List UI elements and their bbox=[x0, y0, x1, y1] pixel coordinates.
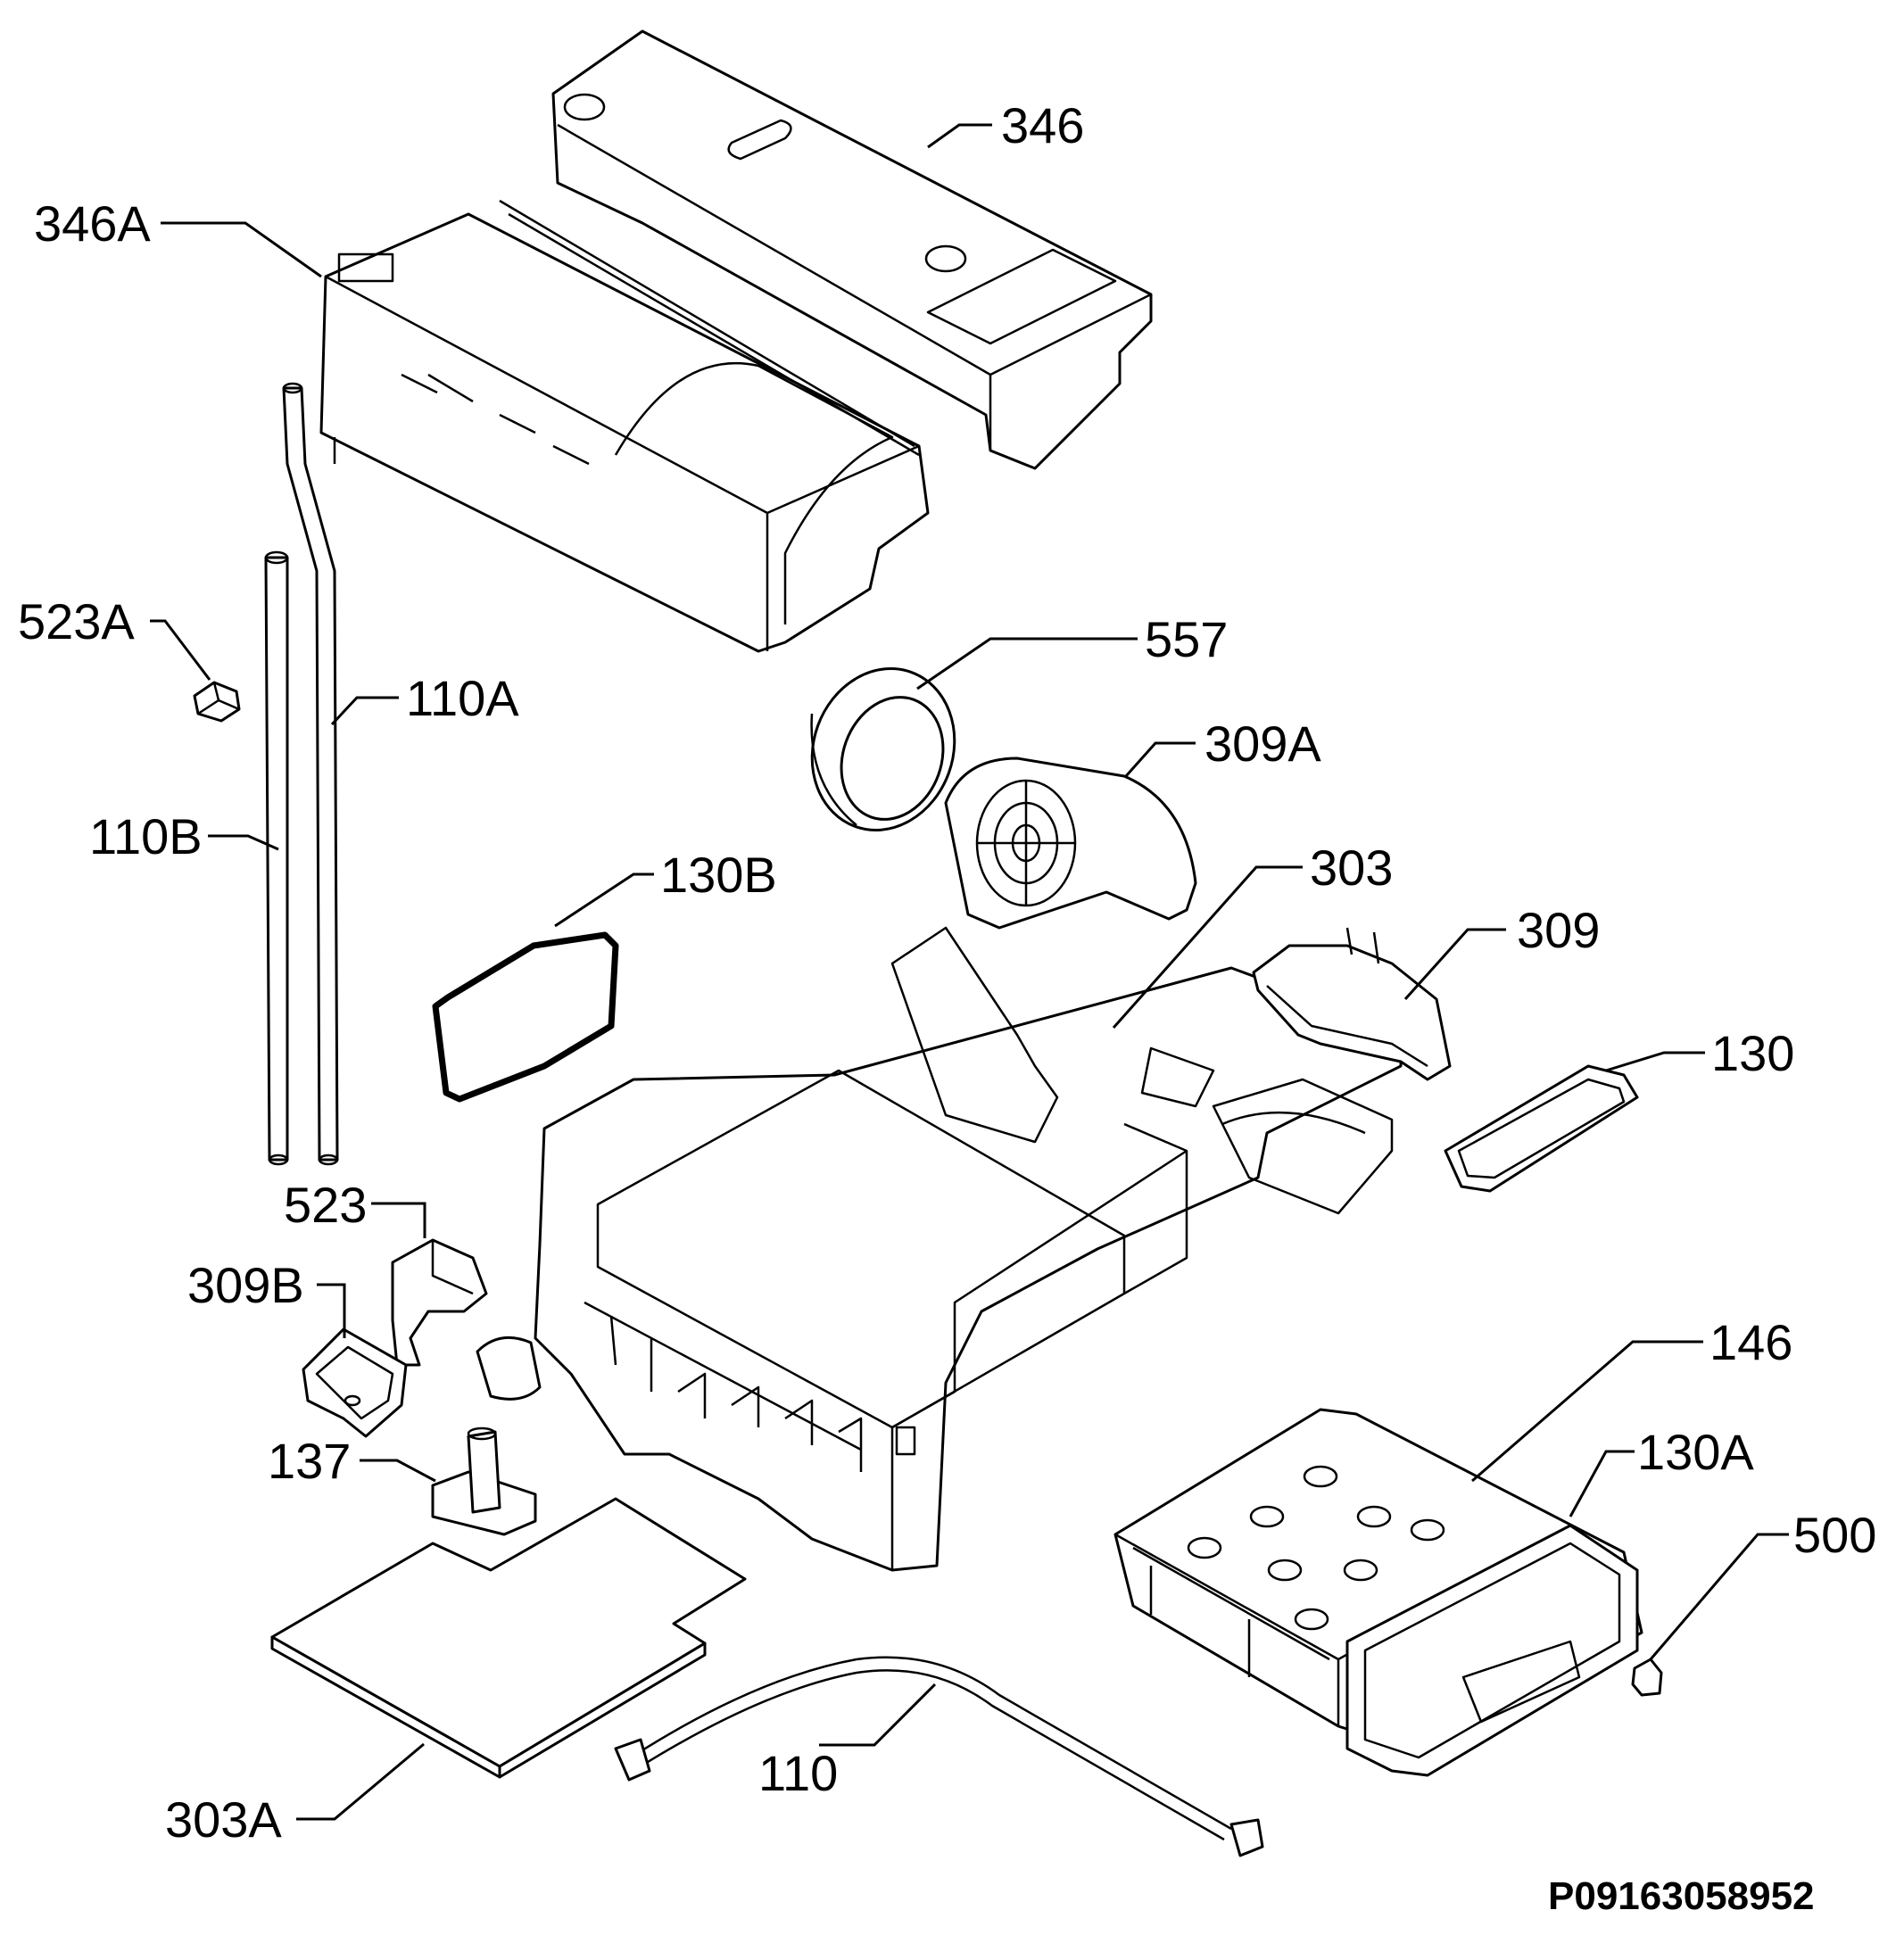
part-309A-fan-housing bbox=[944, 757, 1197, 930]
part-137-plug bbox=[431, 1426, 537, 1536]
part-130-gasket bbox=[1444, 1064, 1639, 1193]
part-523-valve bbox=[391, 1238, 542, 1401]
part-523A-clip bbox=[193, 681, 241, 723]
part-309-duct-elbow bbox=[1252, 927, 1452, 1081]
part-303A-mat bbox=[270, 1497, 747, 1779]
label-303: 303 bbox=[1310, 839, 1393, 896]
drawing-code: P09163058952 bbox=[1548, 1874, 1815, 1918]
part-130B-gasket bbox=[432, 931, 619, 1103]
part-110-hose bbox=[614, 1656, 1264, 1857]
label-523: 523 bbox=[284, 1177, 367, 1233]
label-346A: 346A bbox=[34, 195, 151, 252]
label-130: 130 bbox=[1711, 1025, 1794, 1081]
label-110A: 110A bbox=[406, 670, 519, 726]
part-500-knob bbox=[1631, 1658, 1663, 1697]
part-110B-tube bbox=[264, 550, 289, 1166]
part-130A-frame bbox=[1345, 1524, 1639, 1777]
label-346: 346 bbox=[1001, 97, 1084, 153]
label-146: 146 bbox=[1709, 1314, 1792, 1370]
label-557: 557 bbox=[1145, 611, 1228, 667]
label-500: 500 bbox=[1793, 1507, 1876, 1563]
label-523A: 523A bbox=[18, 593, 135, 649]
part-303-base-assembly bbox=[534, 926, 1403, 1572]
label-309: 309 bbox=[1517, 902, 1600, 958]
part-labels: 346 346A 523A 110A 110B 557 309A 130B 30… bbox=[18, 97, 1876, 1918]
leader-lines bbox=[150, 123, 1789, 1821]
part-346A-duct-housing bbox=[319, 199, 930, 653]
part-110A-tube bbox=[282, 382, 339, 1166]
label-309A: 309A bbox=[1204, 715, 1321, 772]
label-110B: 110B bbox=[89, 808, 203, 864]
label-309B: 309B bbox=[187, 1257, 304, 1313]
label-303A: 303A bbox=[165, 1791, 282, 1848]
part-557-ring bbox=[810, 667, 956, 831]
part-309B-bracket bbox=[302, 1327, 408, 1438]
label-130B: 130B bbox=[660, 847, 777, 903]
label-110: 110 bbox=[758, 1745, 838, 1801]
part-346-top-cover bbox=[551, 29, 1153, 470]
label-137: 137 bbox=[268, 1433, 351, 1489]
label-130A: 130A bbox=[1637, 1424, 1754, 1480]
